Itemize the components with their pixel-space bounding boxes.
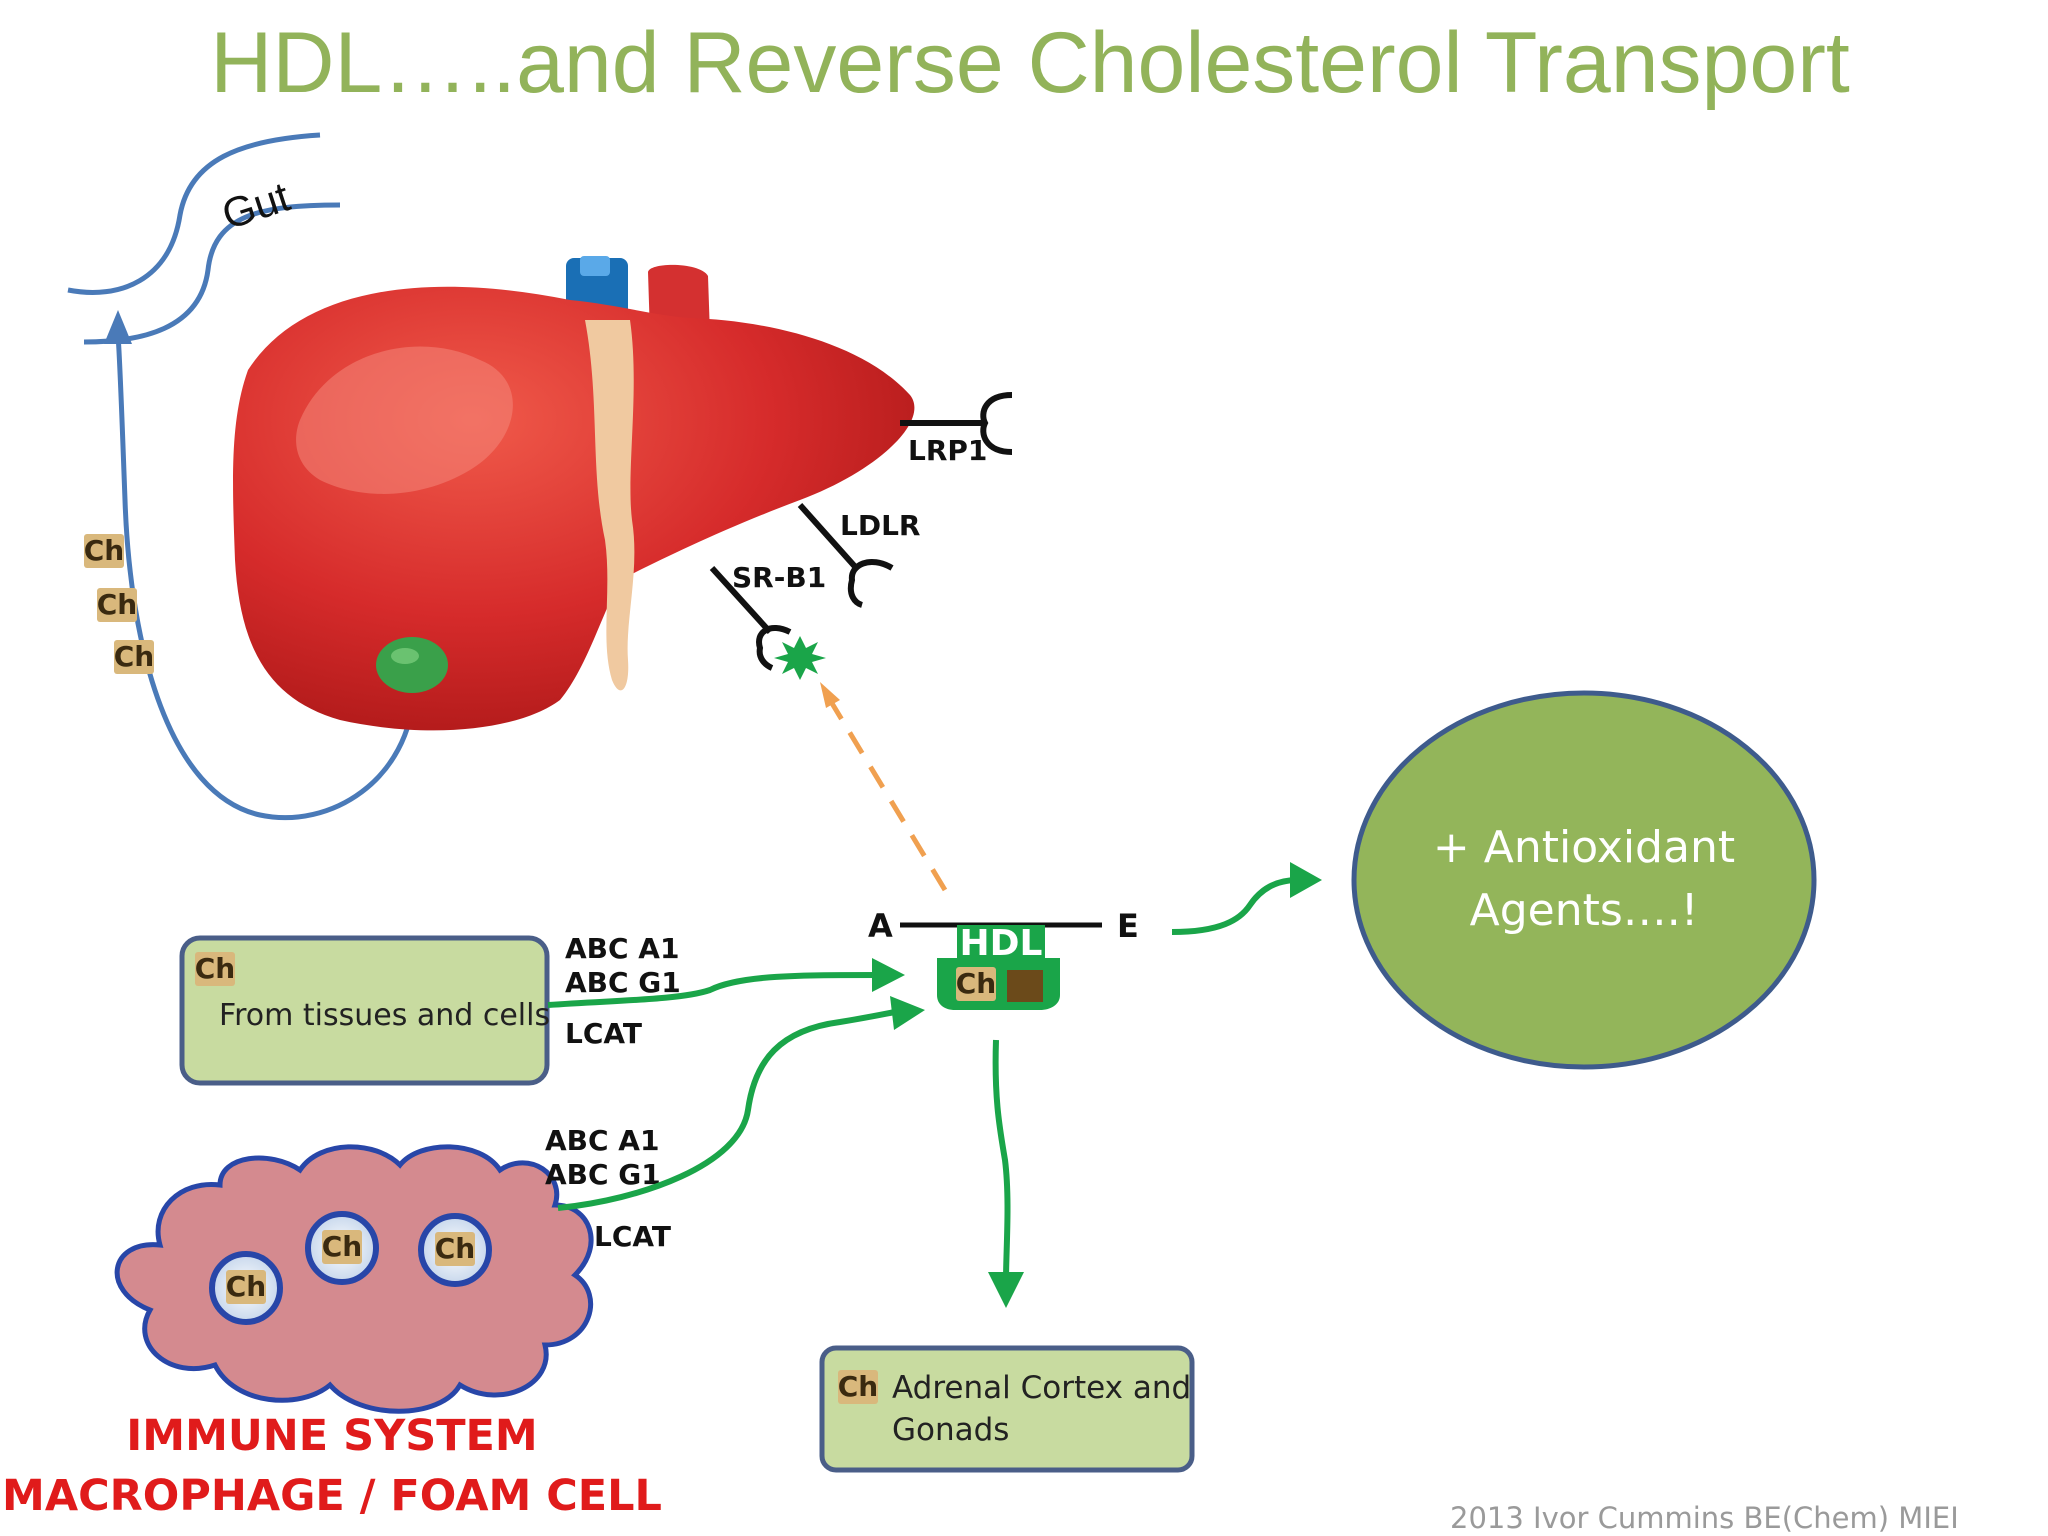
hdl-apo-a-label: A: [868, 907, 893, 945]
liver-illustration: [233, 256, 915, 731]
antioxidant-text-line1: + Antioxidant: [1433, 822, 1735, 873]
credit-text: 2013 Ivor Cummins BE(Chem) MIEI: [1450, 1501, 1959, 1535]
lipid-droplet: Ch: [305, 1211, 379, 1285]
svg-text:Ch: Ch: [195, 952, 235, 985]
dashed-arrow-head: [820, 682, 840, 708]
arrow-head: [988, 1272, 1024, 1308]
macrophage-caption: MACROPHAGE / FOAM CELL: [2, 1471, 662, 1521]
hdl-apo-e-label: E: [1117, 907, 1139, 945]
arrow-head: [872, 958, 905, 992]
hdl-binding-burst-icon: [774, 636, 826, 680]
svg-text:Ch: Ch: [114, 640, 154, 673]
svg-text:Ch: Ch: [84, 534, 124, 567]
macrophage-transporter-label: ABC A1: [545, 1124, 659, 1157]
adrenal-text-line2: Gonads: [892, 1412, 1009, 1448]
ch-tag: Ch: [97, 588, 137, 622]
tissues-box: [179, 935, 550, 1086]
tissues-to-hdl-arrow: [547, 972, 881, 1008]
lipid-droplet: Ch: [418, 1213, 492, 1287]
svg-text:Ch: Ch: [322, 1230, 362, 1263]
arrow-head: [890, 996, 925, 1030]
hdl-to-antioxidant-arrow: [1171, 877, 1299, 935]
adrenal-box: [819, 1345, 1195, 1473]
cholesteryl-ester-block: [1007, 970, 1043, 1002]
tissues-enzyme-label: LCAT: [565, 1017, 642, 1050]
svg-text:Ch: Ch: [956, 967, 996, 1000]
ch-tag: Ch: [195, 952, 235, 986]
hdl-to-liver-dashed-arrow: [827, 698, 948, 892]
macrophage-to-hdl-arrow: [557, 1009, 896, 1211]
svg-text:Ch: Ch: [97, 588, 137, 621]
srb1-receptor: [709, 565, 792, 671]
lipid-droplet: Ch: [209, 1251, 283, 1325]
tissues-transporter-label: ABC A1: [565, 932, 679, 965]
adrenal-text-line1: Adrenal Cortex and: [892, 1370, 1191, 1406]
ch-tag: Ch: [838, 1370, 878, 1404]
lrp1-receptor: [900, 392, 1013, 455]
macrophage-enzyme-label: LCAT: [594, 1220, 671, 1253]
bile-return-arrow: [115, 334, 417, 821]
gut-outline: [67, 132, 341, 345]
tissues-transporter-label: ABC G1: [565, 966, 681, 999]
hdl-label: HDL: [960, 923, 1043, 964]
tissues-box-text: From tissues and cells: [219, 998, 550, 1033]
svg-text:Ch: Ch: [838, 1370, 878, 1403]
srb1-label: SR-B1: [732, 561, 826, 594]
ldlr-receptor: [797, 503, 894, 608]
ch-tag: Ch: [956, 967, 996, 1001]
ch-tag: Ch: [84, 534, 124, 568]
gut-label: Gut: [216, 173, 295, 239]
antioxidant-circle: [1351, 690, 1817, 1070]
immune-system-caption: IMMUNE SYSTEM: [126, 1411, 537, 1461]
bile-arrow-head: [104, 310, 132, 344]
ldlr-label: LDLR: [840, 509, 921, 542]
ch-tag: Ch: [114, 640, 154, 674]
antioxidant-text-line2: Agents….!: [1470, 885, 1699, 936]
svg-text:Ch: Ch: [226, 1270, 266, 1303]
hdl-to-adrenal-arrow: [992, 1039, 1011, 1281]
arrow-head: [1290, 862, 1322, 898]
macrophage-transporter-label: ABC G1: [545, 1158, 661, 1191]
lrp1-label: LRP1: [908, 434, 987, 467]
svg-text:Ch: Ch: [435, 1232, 475, 1265]
page-title: HDL…..and Reverse Cholesterol Transport: [210, 15, 1850, 111]
